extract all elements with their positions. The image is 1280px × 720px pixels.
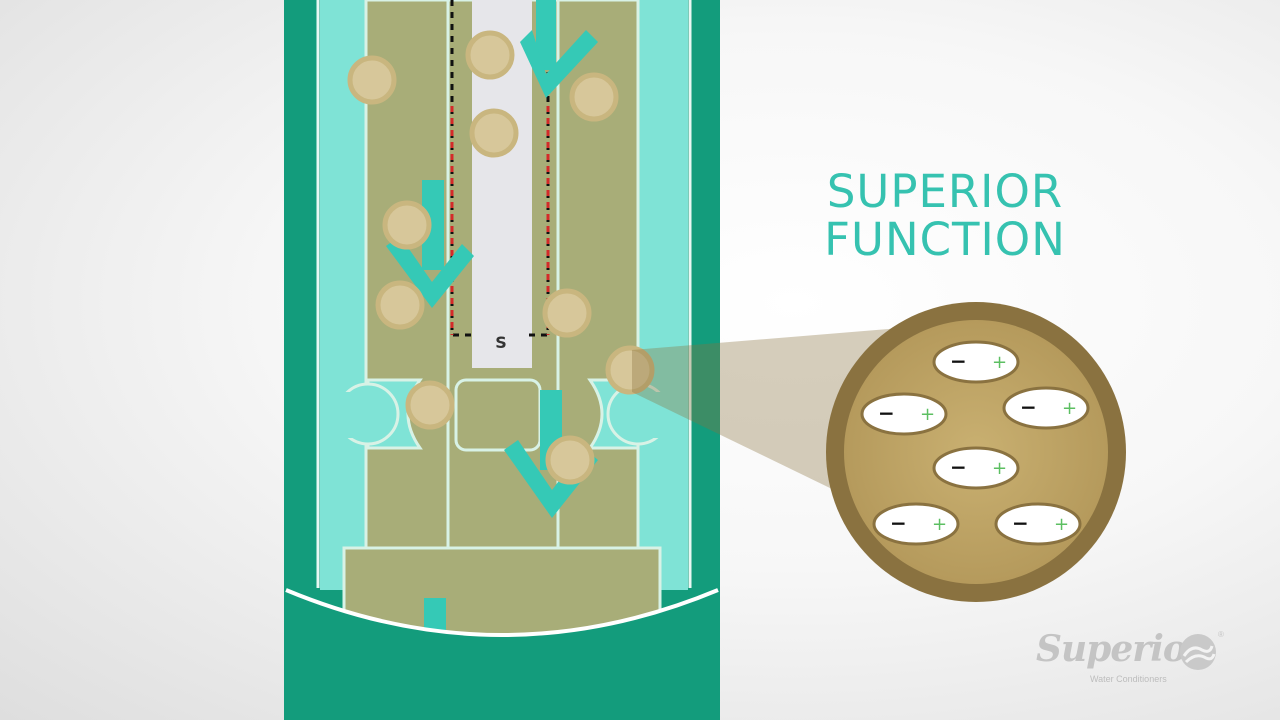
negative-charge: −	[950, 349, 967, 373]
positive-charge: +	[1062, 398, 1077, 419]
flow-arrows	[386, 0, 598, 518]
tube-label: S	[495, 333, 507, 352]
negative-charge: −	[878, 401, 895, 425]
positive-charge: +	[920, 404, 935, 425]
tank-bottom	[284, 590, 720, 720]
negative-charge: −	[1012, 511, 1029, 535]
registered-mark: ®	[1218, 630, 1224, 639]
headline-line-2: FUNCTION	[824, 213, 1066, 266]
headline-line-1: SUPERIOR	[826, 165, 1064, 218]
resin-bead	[382, 200, 432, 250]
magnified-bead: −+−+−+−+−+−+	[826, 302, 1126, 602]
ion-pair-icon: −+	[932, 446, 1020, 490]
negative-charge: −	[950, 455, 967, 479]
ion-pair-icon: −+	[860, 392, 948, 436]
positive-charge: +	[932, 514, 947, 535]
positive-charge: +	[1054, 514, 1069, 535]
resin-bead	[569, 72, 619, 122]
resin-bead	[545, 435, 595, 485]
negative-charge: −	[1020, 395, 1037, 419]
resin-bead	[347, 55, 397, 105]
headline: SUPERIOR FUNCTION	[780, 168, 1110, 264]
resin-bead-highlighted	[605, 345, 655, 395]
positive-charge: +	[992, 458, 1007, 479]
resin-bead	[542, 288, 592, 338]
resin-bead	[469, 108, 519, 158]
logo-swirl-icon	[1180, 634, 1216, 670]
liquid-channel-right	[638, 0, 688, 590]
down-arrow-icon	[386, 180, 474, 308]
resin-beads	[347, 30, 655, 485]
ion-pair-icon: −+	[994, 502, 1082, 546]
resin-bead	[465, 30, 515, 80]
positive-charge: +	[992, 352, 1007, 373]
superior-logo: Superior Water Conditioners ®	[1030, 628, 1230, 688]
ion-pair-icon: −+	[1002, 386, 1090, 430]
resin-bead	[405, 380, 455, 430]
negative-charge: −	[890, 511, 907, 535]
down-arrow-icon	[520, 0, 598, 98]
resin-bead	[375, 280, 425, 330]
logo-tagline: Water Conditioners	[1090, 674, 1167, 684]
ion-pair-icon: −+	[932, 340, 1020, 384]
ion-pair-icon: −+	[872, 502, 960, 546]
logo-wordmark: Superior	[1036, 628, 1205, 670]
